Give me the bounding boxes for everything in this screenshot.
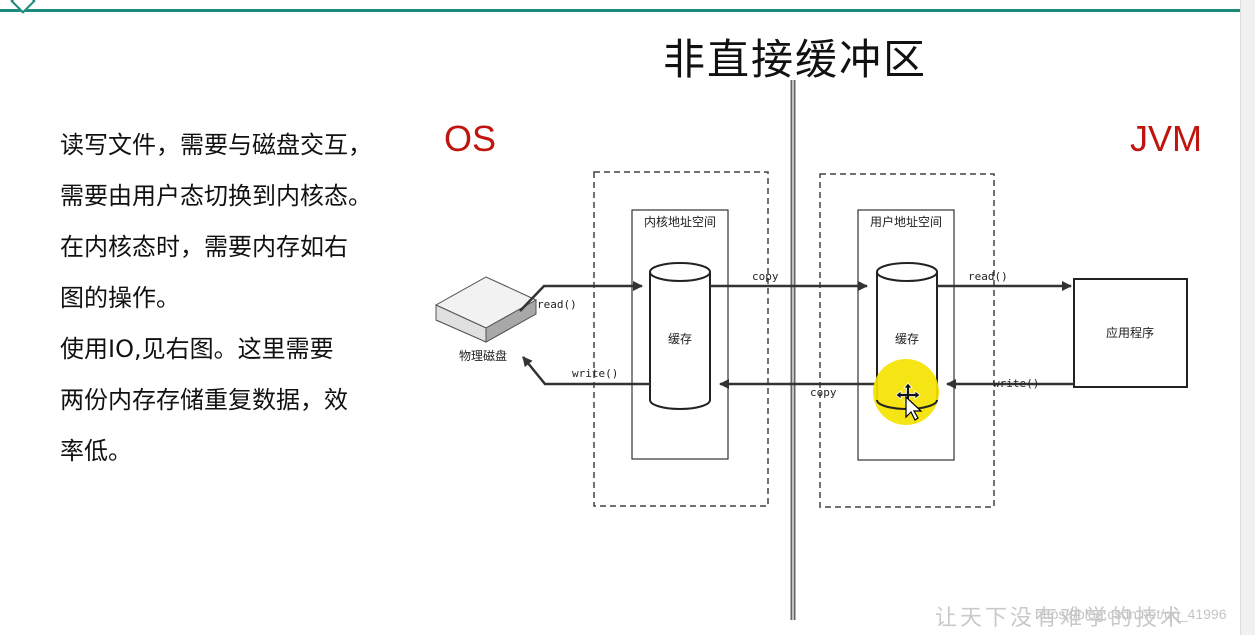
copy-bottom-label: copy: [810, 386, 837, 399]
write-app-label: write(): [993, 377, 1039, 390]
disk-icon: [434, 276, 538, 343]
description-line: 需要由用户态切换到内核态。: [60, 182, 372, 210]
disk-label: 物理磁盘: [459, 348, 507, 363]
user-buffer-label: 缓存: [895, 332, 919, 346]
write-disk-label: write(): [572, 367, 618, 380]
read-disk-label: read(): [537, 298, 577, 311]
description-line: 两份内存存储重复数据，效: [60, 386, 348, 414]
read-from-disk-arrow: [519, 281, 643, 312]
write-to-disk-arrow: [522, 356, 650, 386]
application-label: 应用程序: [1106, 325, 1154, 340]
pointer-cursor-icon: [905, 395, 923, 421]
user-region-dashed-box: [819, 173, 995, 508]
read-app-label: read(): [968, 270, 1008, 283]
kernel-buffer-label: 缓存: [668, 332, 692, 346]
slide-title: 非直接缓冲区: [662, 35, 927, 84]
kernel-buffer-cylinder: [649, 262, 711, 410]
description-line: 在内核态时，需要内存如右: [60, 233, 348, 261]
os-label: OS: [444, 118, 497, 159]
description-line: 率低。: [60, 437, 132, 465]
kernel-space-label: 内核地址空间: [644, 215, 716, 229]
top-accent-bar: [0, 0, 1240, 14]
watermark-text: 让天下没有难学的技术: [935, 606, 1186, 631]
description-line: 读写文件，需要与磁盘交互，: [60, 131, 372, 159]
user-space-label: 用户地址空间: [870, 214, 942, 229]
copy-top-label: copy: [752, 270, 779, 283]
description-line: 使用IO,见右图。这里需要: [60, 335, 334, 363]
application-box: [1073, 278, 1188, 388]
watermark-url: https://blog.csdn.net/qq_41996: [1035, 606, 1227, 622]
description-line: 图的操作。: [60, 284, 180, 312]
user-space-box: [857, 209, 955, 461]
jvm-label: JVM: [1130, 118, 1202, 159]
kernel-region-dashed-box: [593, 171, 769, 507]
description-text: 读写文件，需要与磁盘交互， 需要由用户态切换到内核态。 在内核态时，需要内存如右…: [60, 120, 420, 477]
kernel-space-box: [631, 209, 729, 460]
window-right-edge: [1240, 0, 1255, 635]
